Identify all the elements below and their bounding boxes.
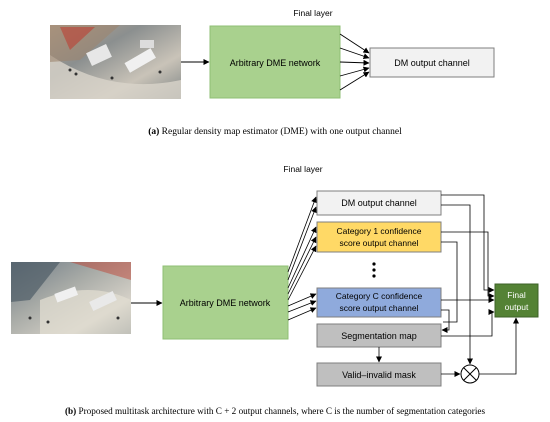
routing-lines bbox=[376, 194, 519, 377]
dm-output-label-a: DM output channel bbox=[394, 58, 470, 68]
final-layer-label-b: Final layer bbox=[283, 164, 322, 174]
panel-a: Final layer Arbitrary DME network DM bbox=[50, 8, 495, 137]
network-label-b: Arbitrary DME network bbox=[180, 298, 271, 308]
network-label-a: Arbitrary DME network bbox=[230, 58, 321, 68]
network-to-output-arrows-a bbox=[339, 33, 370, 91]
category-c-line2: score output channel bbox=[340, 303, 419, 313]
category-1-line2: score output channel bbox=[340, 238, 419, 248]
final-output-line1: Final bbox=[507, 290, 526, 300]
panel-b: Final layer Arbitrary DME network bbox=[11, 164, 539, 416]
category-c-line1: Category C confidence bbox=[336, 291, 423, 301]
aerial-image-b bbox=[11, 262, 131, 334]
dm-output-box-a bbox=[369, 47, 495, 78]
category-c-box bbox=[316, 287, 442, 318]
aerial-image-a bbox=[50, 25, 181, 99]
segmentation-map-label: Segmentation map bbox=[341, 331, 417, 341]
dm-output-label-b: DM output channel bbox=[341, 198, 417, 208]
network-box-b bbox=[162, 265, 289, 340]
multiply-operator bbox=[460, 364, 480, 384]
valid-invalid-mask-box bbox=[316, 362, 442, 387]
category-1-line1: Category 1 confidence bbox=[336, 226, 421, 236]
ellipsis-dots bbox=[372, 262, 376, 278]
final-output-box bbox=[494, 283, 539, 318]
network-to-output-arrows-b bbox=[287, 196, 317, 321]
network-box-a bbox=[209, 25, 341, 99]
final-output-line2: output bbox=[505, 302, 529, 312]
category-1-box bbox=[316, 221, 442, 253]
valid-invalid-mask-label: Valid–invalid mask bbox=[342, 370, 416, 380]
caption-a: (a) Regular density map estimator (DME) … bbox=[148, 126, 402, 137]
dm-output-box-b bbox=[316, 190, 442, 216]
final-layer-label-a: Final layer bbox=[293, 8, 332, 18]
caption-b: (b) Proposed multitask architecture with… bbox=[65, 406, 485, 416]
